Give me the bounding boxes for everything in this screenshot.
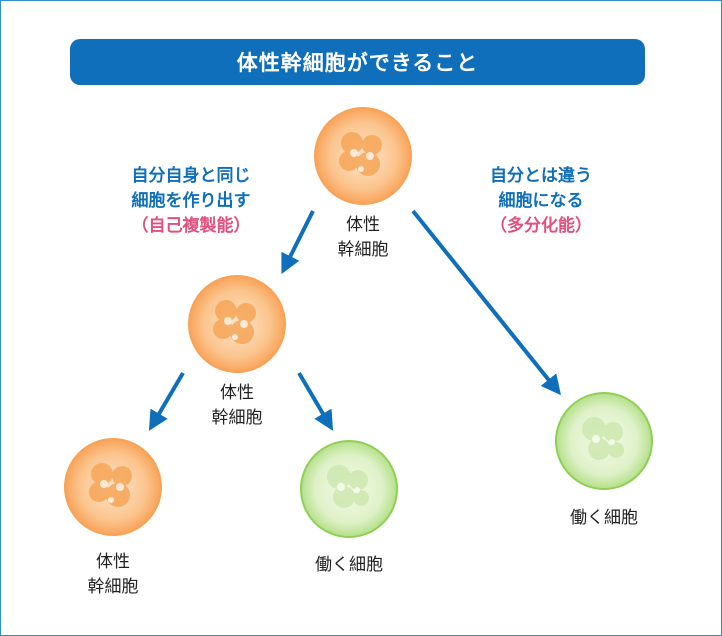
cell-label-bottom-mid-text: 働く細胞 — [315, 555, 383, 575]
cell-label-right: 働く細胞 — [554, 506, 654, 531]
stem-cell-top — [314, 107, 412, 205]
cell-label-middle-line1: 体性 — [220, 383, 254, 403]
cell-label-middle-line2: 幹細胞 — [211, 408, 263, 428]
differentiation-note: 自分とは違う 細胞になる （多分化能） — [451, 164, 631, 239]
arrow-middle-to-bottom-mid — [297, 371, 334, 431]
self-renewal-line2: 細胞を作り出す — [131, 191, 251, 211]
self-renewal-line1: 自分自身と同じ — [131, 166, 251, 186]
cell-label-bottom-mid: 働く細胞 — [299, 553, 399, 578]
differentiation-line2: 細胞になる — [498, 191, 584, 211]
cell-label-top-line2: 幹細胞 — [337, 240, 389, 260]
differentiation-term: （多分化能） — [490, 216, 592, 236]
cell-label-bottom-left-line1: 体性 — [96, 552, 130, 572]
cell-label-bottom-left-line2: 幹細胞 — [87, 577, 139, 597]
self-renewal-note: 自分自身と同じ 細胞を作り出す （自己複製能） — [101, 164, 281, 239]
cell-label-top-line1: 体性 — [346, 215, 380, 235]
stem-cell-bottom-left — [64, 438, 162, 536]
arrow-top-to-middle — [281, 210, 315, 275]
working-cell-bottom-mid — [300, 440, 398, 538]
cell-label-right-text: 働く細胞 — [570, 508, 638, 528]
arrow-middle-to-bottom-left — [148, 371, 185, 431]
self-renewal-term: （自己複製能） — [131, 216, 251, 236]
cell-label-bottom-left: 体性 幹細胞 — [73, 550, 153, 600]
diagram-title-text: 体性幹細胞ができること — [236, 51, 479, 75]
differentiation-line1: 自分とは違う — [490, 166, 592, 186]
stem-cell-middle — [188, 275, 286, 373]
working-cell-right — [555, 392, 653, 490]
arrow-top-to-right — [411, 209, 562, 396]
diagram-title: 体性幹細胞ができること — [70, 39, 645, 85]
cell-label-top: 体性 幹細胞 — [323, 213, 403, 263]
cell-label-middle: 体性 幹細胞 — [197, 381, 277, 431]
